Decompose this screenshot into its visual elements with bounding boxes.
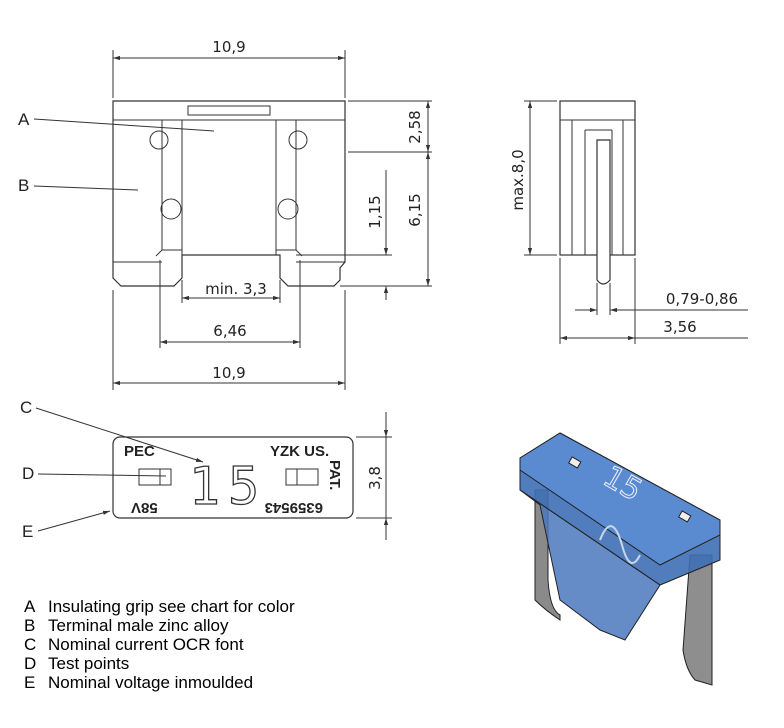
top-view: PEC YZK US. PAT. 58V 6359543 15 3,8 [112, 412, 392, 540]
dim-top-width: 10,9 [212, 38, 245, 56]
callout-a: A [18, 110, 30, 129]
callout-d: D [22, 464, 34, 483]
marking-rating: 15 [189, 457, 268, 517]
marking-maker: YZK US. [270, 443, 329, 460]
marking-voltage: 58V [131, 499, 158, 516]
legend-text-c: Nominal current OCR font [48, 635, 244, 654]
callout-b: B [18, 176, 29, 195]
dim-terminal-span: 6,46 [213, 322, 246, 340]
legend-key-b: B [24, 616, 35, 635]
dim-top-depth: 3,8 [366, 466, 384, 490]
dim-terminal-length: 6,15 [406, 193, 424, 226]
dim-min-gap: min. 3,3 [205, 280, 267, 298]
dim-cap-height: 2,58 [406, 110, 424, 143]
side-view: max.8,0 0,79-0,86 3,56 [509, 100, 748, 344]
legend-key-d: D [24, 654, 36, 673]
front-dimensions: 10,9 2,58 6,15 1,15 min. 3,3 6,46 10,9 [112, 38, 432, 390]
dim-bottom-width: 10,9 [212, 364, 245, 382]
legend-key-e: E [24, 673, 35, 692]
callout-e: E [22, 522, 33, 541]
legend: A Insulating grip see chart for color B … [24, 597, 295, 692]
legend-key-a: A [24, 597, 36, 616]
legend-text-e: Nominal voltage inmoulded [48, 673, 253, 692]
legend-text-b: Terminal male zinc alloy [48, 616, 229, 635]
marking-pat: PAT. [326, 460, 343, 490]
dim-foot: 1,15 [366, 195, 384, 228]
dim-terminal-thickness: 0,79-0,86 [666, 290, 738, 308]
marking-brand: PEC [124, 443, 155, 460]
isometric-view: 15 [519, 432, 721, 686]
front-view [112, 100, 346, 287]
marking-patent-no: 6359543 [265, 499, 323, 516]
dim-body-thickness: 3,56 [663, 318, 696, 336]
callout-c: C [20, 398, 32, 417]
legend-key-c: C [24, 635, 36, 654]
legend-text-d: Test points [48, 654, 129, 673]
legend-text-a: Insulating grip see chart for color [48, 597, 295, 616]
dim-max-height: max.8,0 [509, 149, 527, 210]
